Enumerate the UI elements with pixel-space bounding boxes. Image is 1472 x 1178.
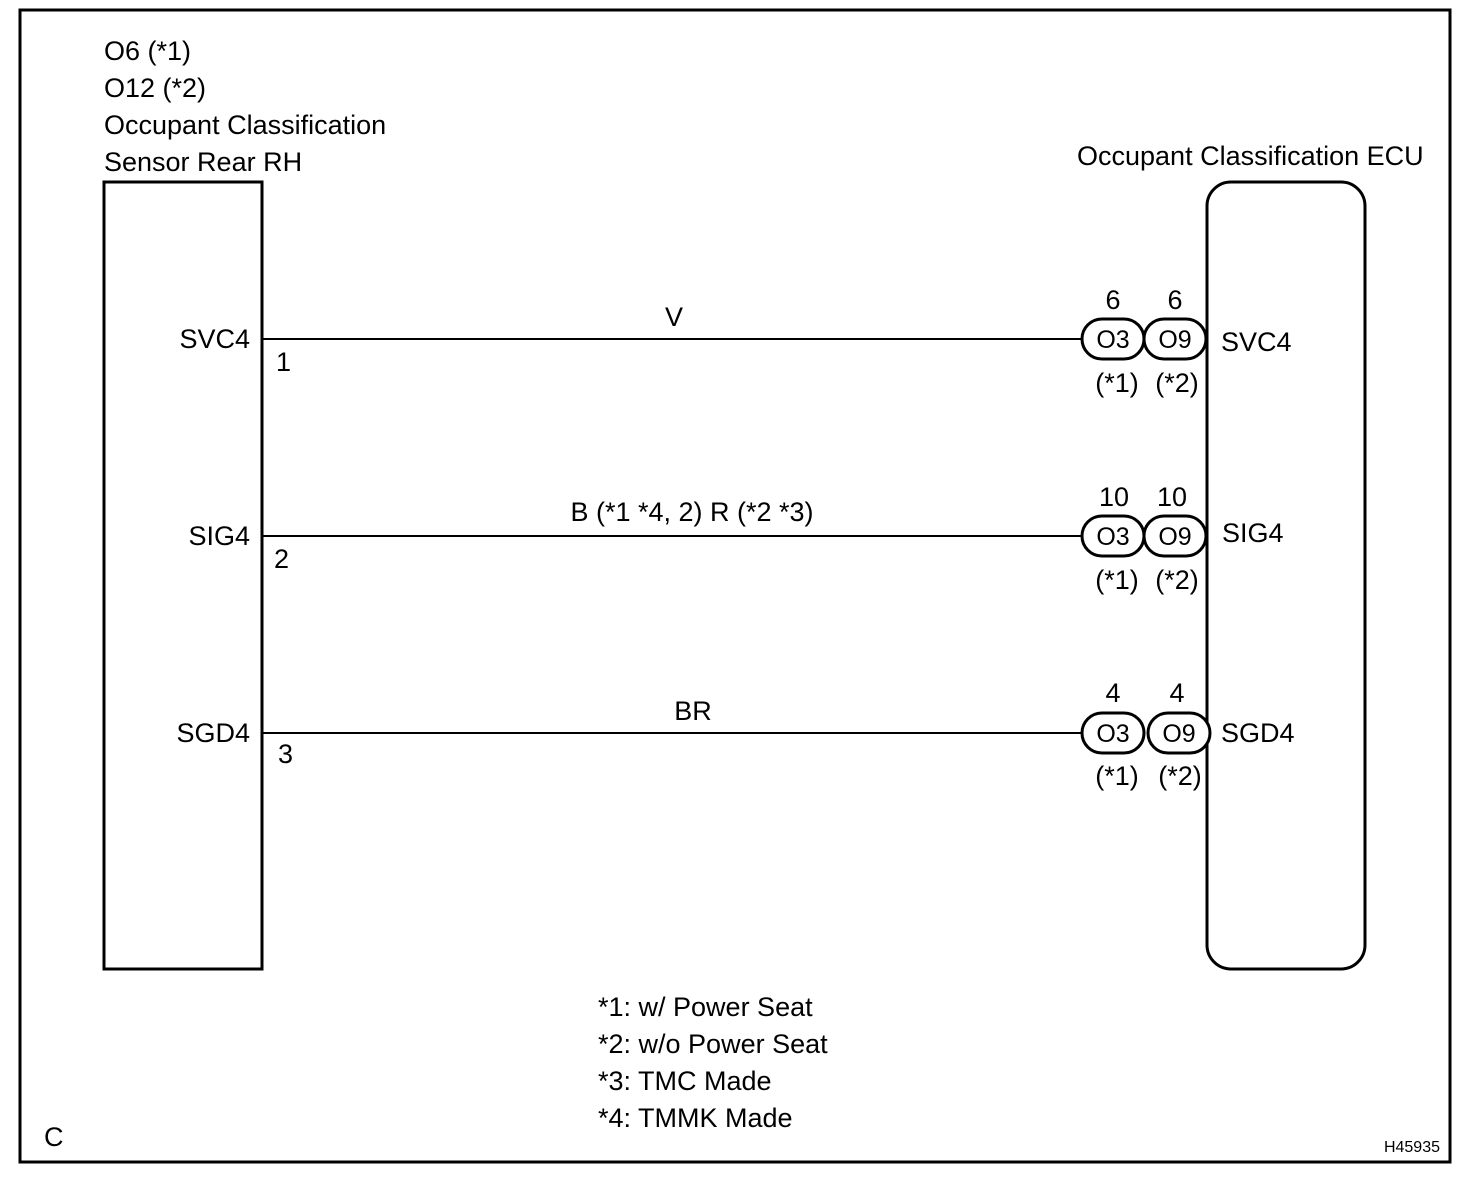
wire-color-b-r: B (*1 *4, 2) R (*2 *3) xyxy=(570,497,813,527)
pin-2: 2 xyxy=(274,544,289,574)
sensor-title-line-4: Sensor Rear RH xyxy=(104,147,302,177)
sensor-box xyxy=(102,180,264,971)
ecu-box xyxy=(1205,180,1367,971)
footnote-3: *3: TMC Made xyxy=(598,1066,772,1096)
connector-o3 xyxy=(1080,711,1146,755)
sensor-terminal-sgd4: SGD4 xyxy=(176,718,250,748)
footnote-2: *2: w/o Power Seat xyxy=(598,1029,828,1059)
connector-o9-note: (*2) xyxy=(1155,368,1199,398)
connector-o9-code: O9 xyxy=(1158,326,1191,354)
wire-color-br: BR xyxy=(674,696,712,726)
footnote-4: *4: TMMK Made xyxy=(598,1103,793,1133)
connector-o9-code: O9 xyxy=(1158,523,1191,551)
connector-o9-pin: 10 xyxy=(1157,482,1187,512)
figure-code: H45935 xyxy=(1384,1139,1440,1156)
connector-o3-note: (*1) xyxy=(1095,565,1139,595)
diagram-frame xyxy=(18,8,1452,1164)
connector-o3-note: (*1) xyxy=(1095,368,1139,398)
sensor-title-line-2: O12 (*2) xyxy=(104,73,206,103)
ecu-terminal-sig4: SIG4 xyxy=(1222,518,1284,548)
sensor-terminal-svc4: SVC4 xyxy=(179,324,250,354)
connector-o9-note: (*2) xyxy=(1155,565,1199,595)
connector-o3-pin: 4 xyxy=(1105,678,1120,708)
connector-o9 xyxy=(1146,711,1212,755)
pin-1: 1 xyxy=(276,347,291,377)
wire-sgd4: SGD4 3 BR 4 4 O3 O9 (*1) (*2) SGD4 xyxy=(176,678,1294,791)
connector-o3-pin: 10 xyxy=(1099,482,1129,512)
connector-o3-note: (*1) xyxy=(1095,761,1139,791)
wire-svc4: SVC4 1 V 6 6 O3 O9 (*1) (*2) SVC4 xyxy=(179,285,1291,398)
ecu-title: Occupant Classification ECU xyxy=(1077,141,1424,171)
sensor-title-line-3: Occupant Classification xyxy=(104,110,386,140)
connector-o9-note: (*2) xyxy=(1158,761,1202,791)
sensor-title-line-1: O6 (*1) xyxy=(104,36,191,66)
connector-o3-code: O3 xyxy=(1096,720,1129,748)
connector-o9-pin: 6 xyxy=(1167,285,1182,315)
connector-o9 xyxy=(1142,514,1208,558)
connector-o9 xyxy=(1142,317,1208,361)
connector-o9-pin: 4 xyxy=(1169,678,1184,708)
connector-o9-code: O9 xyxy=(1162,720,1195,748)
ecu-terminal-svc4: SVC4 xyxy=(1221,327,1292,357)
wire-sig4: SIG4 2 B (*1 *4, 2) R (*2 *3) 10 10 O3 O… xyxy=(188,482,1283,595)
sensor-terminal-sig4: SIG4 xyxy=(188,521,250,551)
ecu-terminal-sgd4: SGD4 xyxy=(1221,718,1295,748)
wire-color-v: V xyxy=(665,302,683,332)
pin-3: 3 xyxy=(278,739,293,769)
connector-o3-pin: 6 xyxy=(1105,285,1120,315)
connector-o3-code: O3 xyxy=(1096,326,1129,354)
footnote-1: *1: w/ Power Seat xyxy=(598,992,813,1022)
corner-label: C xyxy=(44,1122,64,1152)
connector-o3-code: O3 xyxy=(1096,523,1129,551)
